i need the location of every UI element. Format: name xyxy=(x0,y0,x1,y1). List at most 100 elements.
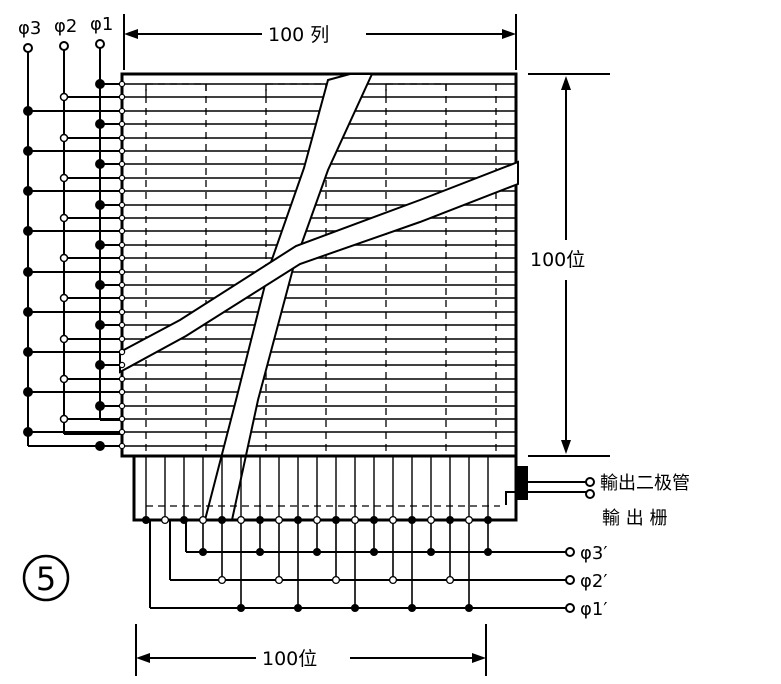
row-terminal xyxy=(118,201,126,209)
row-terminal xyxy=(118,241,126,249)
junction-dot xyxy=(255,547,265,557)
output-terminals xyxy=(585,477,595,499)
row-terminal xyxy=(118,120,126,128)
junction-dot xyxy=(95,360,105,370)
junction-dot xyxy=(331,575,341,585)
register-terminal xyxy=(236,515,246,525)
junction-dot xyxy=(59,374,69,384)
output-gate-label: 輸 出 栅 xyxy=(602,508,667,529)
row-terminal xyxy=(118,335,126,343)
figure-number-badge: 5 xyxy=(22,554,70,602)
row-terminal xyxy=(118,321,126,329)
junction-dot xyxy=(236,603,246,613)
phi2-terminal xyxy=(59,41,69,51)
register-terminal xyxy=(388,515,398,525)
junction-dot xyxy=(59,253,69,263)
junction-dot xyxy=(95,320,105,330)
junction-dot xyxy=(407,603,417,613)
phi3p-terminal xyxy=(565,547,575,557)
register-terminal xyxy=(198,515,208,525)
figure-number: 5 xyxy=(36,560,56,598)
junction-dot xyxy=(23,226,33,236)
bottom-clock-buses xyxy=(149,520,566,609)
junction-dot xyxy=(23,387,33,397)
junction-dot xyxy=(350,603,360,613)
bottom-dimension-label: 100位 xyxy=(262,648,317,670)
register-terminal xyxy=(407,515,417,525)
register-terminal xyxy=(274,515,284,525)
junction-dot xyxy=(445,575,455,585)
diagonal-break-bands xyxy=(119,73,519,521)
bottom-clock-connections xyxy=(141,515,493,613)
row-terminal xyxy=(118,107,126,115)
junction-dot xyxy=(426,547,436,557)
junction-dot xyxy=(23,267,33,277)
register-terminal xyxy=(293,515,303,525)
junction-dot xyxy=(312,547,322,557)
channel-stop-loop xyxy=(385,83,447,96)
phi1-label: φ1 xyxy=(90,14,113,35)
row-terminal xyxy=(118,268,126,276)
row-terminal xyxy=(118,214,126,222)
phi1p-terminal xyxy=(565,603,575,613)
left-clock-buses xyxy=(27,48,122,447)
right-dimension-label: 100位 xyxy=(530,249,585,271)
junction-dot xyxy=(369,547,379,557)
row-terminal xyxy=(118,160,126,168)
row-terminal xyxy=(118,147,126,155)
junction-dot xyxy=(293,603,303,613)
row-terminal xyxy=(118,361,126,369)
junction-dot xyxy=(23,427,33,437)
phi2p-terminal xyxy=(565,575,575,585)
junction-dot xyxy=(95,200,105,210)
output-register xyxy=(132,454,586,522)
top-dimension-label: 100 列 xyxy=(268,24,329,46)
junction-dot xyxy=(95,119,105,129)
phi2p-label: φ2′ xyxy=(580,571,607,592)
register-terminal xyxy=(217,515,227,525)
register-terminal xyxy=(350,515,360,525)
bottom-phase-terminals xyxy=(565,547,575,613)
register-terminal xyxy=(179,515,189,525)
junction-dot xyxy=(95,401,105,411)
junction-dot xyxy=(59,293,69,303)
register-terminal xyxy=(160,515,170,525)
junction-dot xyxy=(95,441,105,451)
row-terminal xyxy=(118,93,126,101)
row-terminal xyxy=(118,348,126,356)
junction-dot xyxy=(23,186,33,196)
phi3-terminal xyxy=(23,43,33,53)
junction-dot xyxy=(23,347,33,357)
junction-dot xyxy=(464,603,474,613)
register-terminal xyxy=(426,515,436,525)
junction-dot xyxy=(274,575,284,585)
junction-dot xyxy=(95,79,105,89)
bottom-dimension xyxy=(135,624,487,676)
row-terminal xyxy=(118,187,126,195)
junction-dot xyxy=(95,240,105,250)
row-terminal xyxy=(118,294,126,302)
junction-dot xyxy=(217,575,227,585)
row-terminal xyxy=(118,375,126,383)
junction-dot xyxy=(388,575,398,585)
row-terminal xyxy=(118,134,126,142)
channel-stop-loop xyxy=(265,83,327,96)
phi1-terminal xyxy=(95,39,105,49)
junction-dot xyxy=(23,146,33,156)
row-terminal xyxy=(118,174,126,182)
row-terminal xyxy=(118,254,126,262)
register-terminal xyxy=(312,515,322,525)
phi3p-label: φ3′ xyxy=(580,543,607,564)
junction-dot xyxy=(59,414,69,424)
phi2-label: φ2 xyxy=(54,16,77,37)
register-terminal xyxy=(369,515,379,525)
register-gate-lines xyxy=(145,456,500,520)
row-terminal xyxy=(118,227,126,235)
row-terminal xyxy=(118,415,126,423)
output-gate-terminal xyxy=(585,489,595,499)
row-terminal xyxy=(118,428,126,436)
row-terminal xyxy=(118,402,126,410)
phi3-label: φ3 xyxy=(18,18,41,39)
left-clock-connections xyxy=(23,79,126,451)
